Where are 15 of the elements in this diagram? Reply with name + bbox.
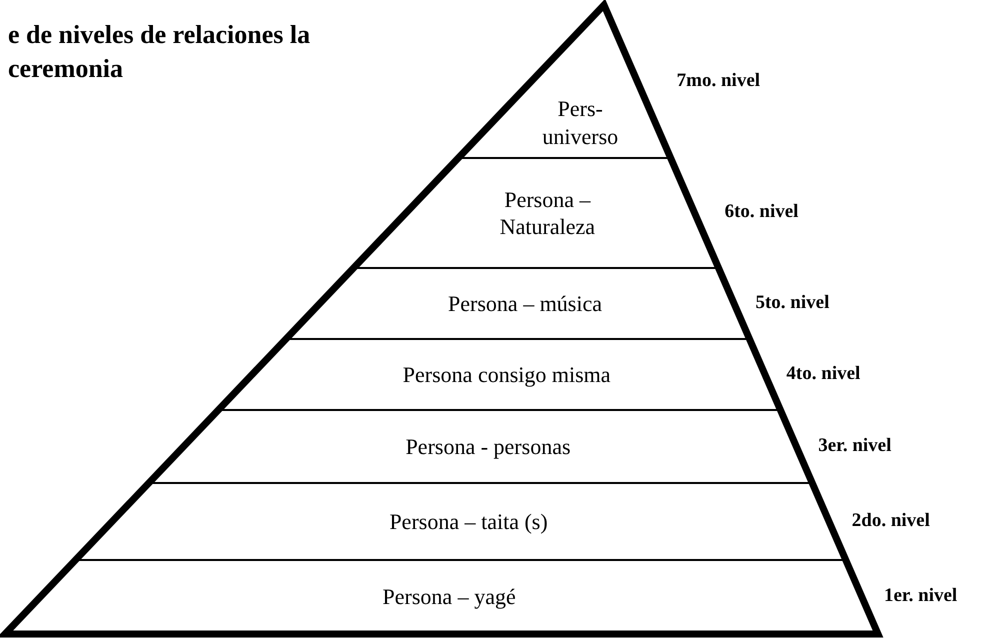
tier-text: Pers- universo bbox=[541, 95, 620, 150]
tier-text: Persona – música bbox=[447, 290, 604, 317]
level-label: 7mo. nivel bbox=[676, 70, 760, 92]
level-label: 4to. nivel bbox=[786, 362, 860, 384]
tier-text: Persona - personas bbox=[404, 432, 572, 460]
level-label: 2do. nivel bbox=[852, 510, 930, 532]
level-label: 6to. nivel bbox=[724, 201, 798, 223]
title: e de niveles de relaciones la ceremonia bbox=[8, 19, 312, 85]
level-label: 1er. nivel bbox=[884, 585, 958, 607]
tier-text: Persona consigo misma bbox=[402, 360, 612, 388]
tier-text: Persona – Naturaleza bbox=[498, 186, 596, 240]
level-label: 3er. nivel bbox=[818, 434, 892, 456]
level-label: 5to. nivel bbox=[755, 292, 830, 314]
tier-text: Persona – taita (s) bbox=[388, 508, 549, 535]
tier-text: Persona – yagé bbox=[382, 583, 517, 610]
